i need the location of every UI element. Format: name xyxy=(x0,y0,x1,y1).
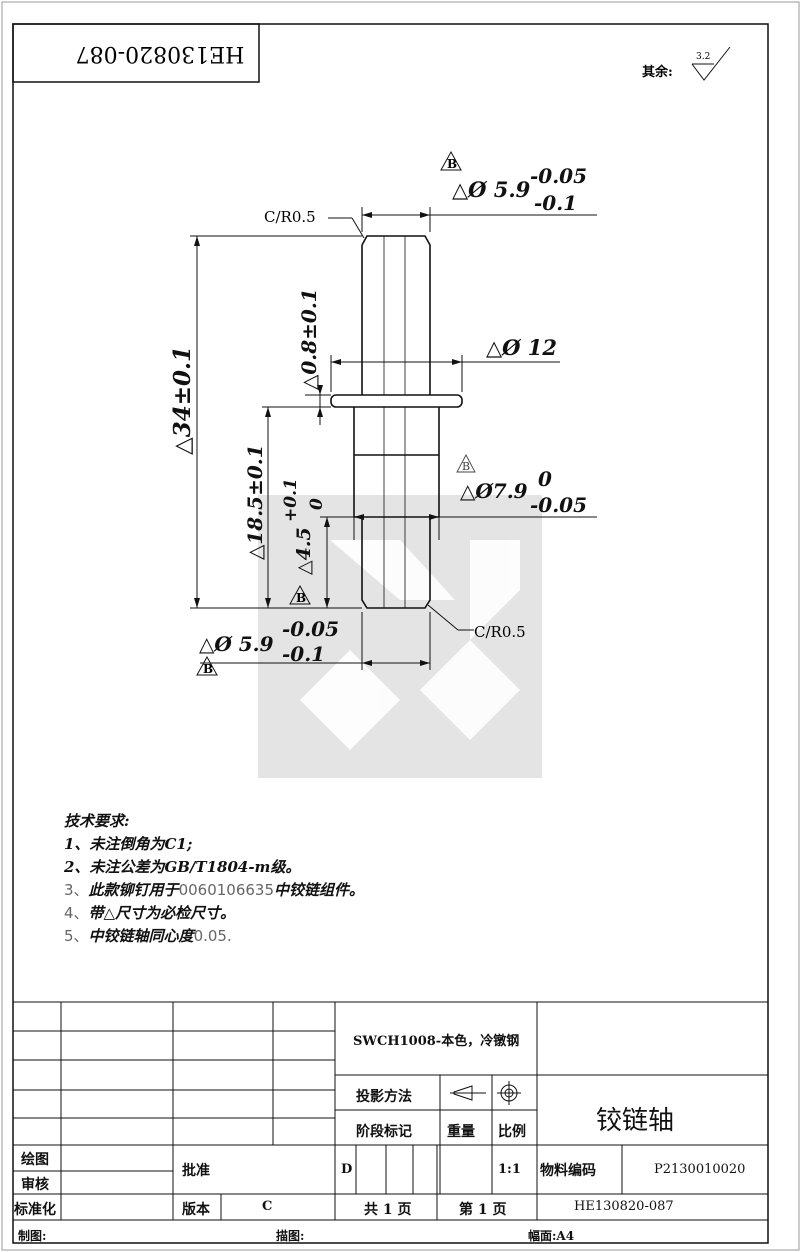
projection-label: 投影方法 xyxy=(356,1089,412,1105)
page-number: 第 1 页 xyxy=(459,1202,507,1218)
bottom-dia-lower-tol: -0.1 xyxy=(282,642,325,666)
note-1: 1、未注倒角为C1; xyxy=(64,835,193,853)
datum-b-icon xyxy=(440,150,462,171)
title-drawing-number: HE130820-087 xyxy=(574,1199,674,1214)
bottom-dia-upper-tol: -0.05 xyxy=(282,617,339,641)
datum-b-icon xyxy=(456,454,476,473)
version-label: 版本 xyxy=(182,1202,210,1218)
note-2: 2、未注公差为GB/T1804-m级。 xyxy=(64,858,301,876)
material-code: P2130010020 xyxy=(654,1162,746,1177)
format-label: 幅面:A4 xyxy=(528,1229,575,1243)
top-dia-datum: B xyxy=(447,157,457,171)
end-length-lower-tol: 0 xyxy=(307,498,327,510)
surface-roughness-value: 3.2 xyxy=(696,52,710,62)
notes-title: 技术要求: xyxy=(64,812,130,830)
first-angle-projection-icon xyxy=(450,1081,521,1105)
tracer-label: 描图: xyxy=(276,1229,305,1243)
standardized-label: 标准化 xyxy=(14,1202,56,1218)
end-length-upper-tol: +0.1 xyxy=(281,478,301,522)
datum-b-icon xyxy=(196,655,218,676)
part-centerlines xyxy=(383,236,406,608)
note-3: 3、此款铆钉用于0060106635中铰链组件。 xyxy=(64,881,365,899)
drawn-label: 绘图 xyxy=(21,1152,49,1168)
watermark-logo-inner xyxy=(300,540,520,750)
note-5: 5、中铰链轴同心度0.05. xyxy=(64,927,232,945)
end-length-label: △4.5 xyxy=(293,527,315,575)
top-dia-label: △Ø 5.9 xyxy=(452,177,531,202)
drawing-frame xyxy=(12,23,769,1244)
technical-requirements: 技术要求: 1、未注倒角为C1; 2、未注公差为GB/T1804-m级。 3、此… xyxy=(64,810,364,948)
version-value: C xyxy=(262,1199,273,1214)
material-code-label: 物料编码 xyxy=(540,1163,596,1179)
top-dia-upper-tol: -0.05 xyxy=(530,164,587,188)
bottom-dia-datum: B xyxy=(203,662,213,676)
part-name: 铰链轴 xyxy=(596,1106,675,1136)
mid-dia-label: △Ø7.9 xyxy=(460,479,528,503)
title-block-grid xyxy=(13,1001,768,1221)
scale-value: 1:1 xyxy=(498,1162,521,1177)
scale-label: 比例 xyxy=(498,1124,526,1140)
drawing-number-box xyxy=(12,23,260,83)
stage-mark-label: 阶段标记 xyxy=(356,1124,412,1140)
checked-label: 审核 xyxy=(21,1177,49,1193)
mid-dia-datum: B xyxy=(462,460,470,473)
end-datum: B xyxy=(296,591,306,605)
weight-label: 重量 xyxy=(447,1124,475,1140)
material-spec: SWCH1008-本色，冷镦钢 xyxy=(353,1034,520,1049)
flange-thickness-label: △0.8±0.1 xyxy=(297,288,321,390)
approved-label: 批准 xyxy=(182,1163,210,1179)
chamfer-bottom-label: C/R0.5 xyxy=(474,623,526,641)
note-4: 4、带△尺寸为必检尺寸。 xyxy=(64,904,236,922)
mid-dia-upper-tol: 0 xyxy=(538,467,552,491)
dimension-arrows xyxy=(194,212,462,666)
maker-label: 制图: xyxy=(18,1229,47,1243)
drawing-number-rotated: HE130820-087 xyxy=(76,41,245,66)
surface-finish-label: 其余: xyxy=(642,64,673,80)
lower-length-label: △18.5±0.1 xyxy=(243,444,267,560)
mid-dia-lower-tol: -0.05 xyxy=(530,493,587,517)
overall-length-label: △34±0.1 xyxy=(169,346,196,455)
chamfer-top-label: C/R0.5 xyxy=(264,208,316,226)
stage-value: D xyxy=(341,1162,353,1177)
datum-b-icon xyxy=(289,584,311,605)
dimension-lines xyxy=(190,207,597,670)
surface-roughness-icon xyxy=(691,46,731,81)
top-dia-lower-tol: -0.1 xyxy=(534,191,577,215)
flange-dia-label: △Ø 12 xyxy=(486,335,557,360)
total-pages: 共 1 页 xyxy=(364,1202,412,1218)
bottom-dia-label: △Ø 5.9 xyxy=(199,632,274,656)
